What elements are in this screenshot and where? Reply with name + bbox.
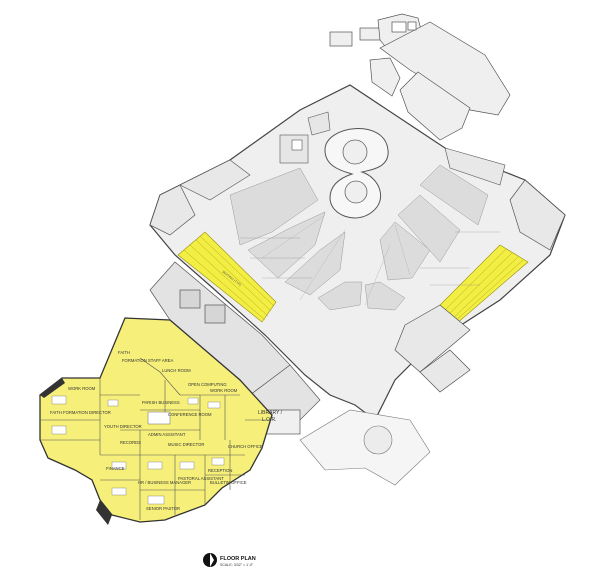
room-pastoral-assistant: PASTORAL ASSISTANT	[178, 476, 224, 481]
north-annex	[329, 13, 511, 141]
entry-canopy	[299, 409, 431, 486]
room-reception: RECEPTION	[208, 468, 232, 473]
title-block: FLOOR PLAN SCALE: 3/32" = 1'-0"	[203, 553, 256, 567]
room-open-computing: OPEN COMPUTING	[188, 382, 227, 387]
room-faith: FAITH	[118, 350, 130, 355]
plan-scale: SCALE: 3/32" = 1'-0"	[220, 563, 254, 567]
room-music-director: MUSIC DIRECTOR	[168, 442, 204, 447]
worship-space	[149, 84, 566, 486]
room-lunch-room: LUNCH ROOM	[162, 368, 191, 373]
room-hr-business-manager: HR / BUSINESS MANAGER	[138, 480, 191, 485]
office-wing: FAITH FORMATION STAFF AREA WORK ROOM FAI…	[39, 317, 273, 525]
room-work-room-right: WORK ROOM	[210, 388, 238, 393]
altar-platform	[324, 128, 389, 219]
room-parish-business: PARISH BUSINESS	[142, 400, 180, 405]
room-library: LIBRARY /	[258, 410, 283, 416]
room-admin-assistant: ADMIN ASSISTANT	[148, 432, 186, 437]
room-formation-staff-area: FORMATION STAFF AREA	[122, 358, 173, 363]
room-library-lor: L.O.R.	[262, 417, 276, 423]
plan-title: FLOOR PLAN	[220, 556, 256, 562]
room-records: RECORDS	[120, 440, 141, 445]
room-conference-room: CONFERENCE ROOM	[168, 412, 212, 417]
room-finance: FINANCE	[106, 466, 125, 471]
room-bulletin-office: BULLETIN OFFICE	[210, 480, 247, 485]
room-faith-formation-director: FAITH FORMATION DIRECTOR	[50, 410, 111, 415]
lower-right-wing	[394, 304, 471, 393]
room-work-room-left: WORK ROOM	[68, 386, 96, 391]
seating-left	[177, 231, 277, 323]
room-church-office: CHURCH OFFICE	[228, 444, 263, 449]
room-senior-pastor: SENIOR PASTOR	[146, 506, 180, 511]
pew-blocks	[229, 164, 489, 311]
room-youth-director: YOUTH DIRECTOR	[104, 424, 142, 429]
